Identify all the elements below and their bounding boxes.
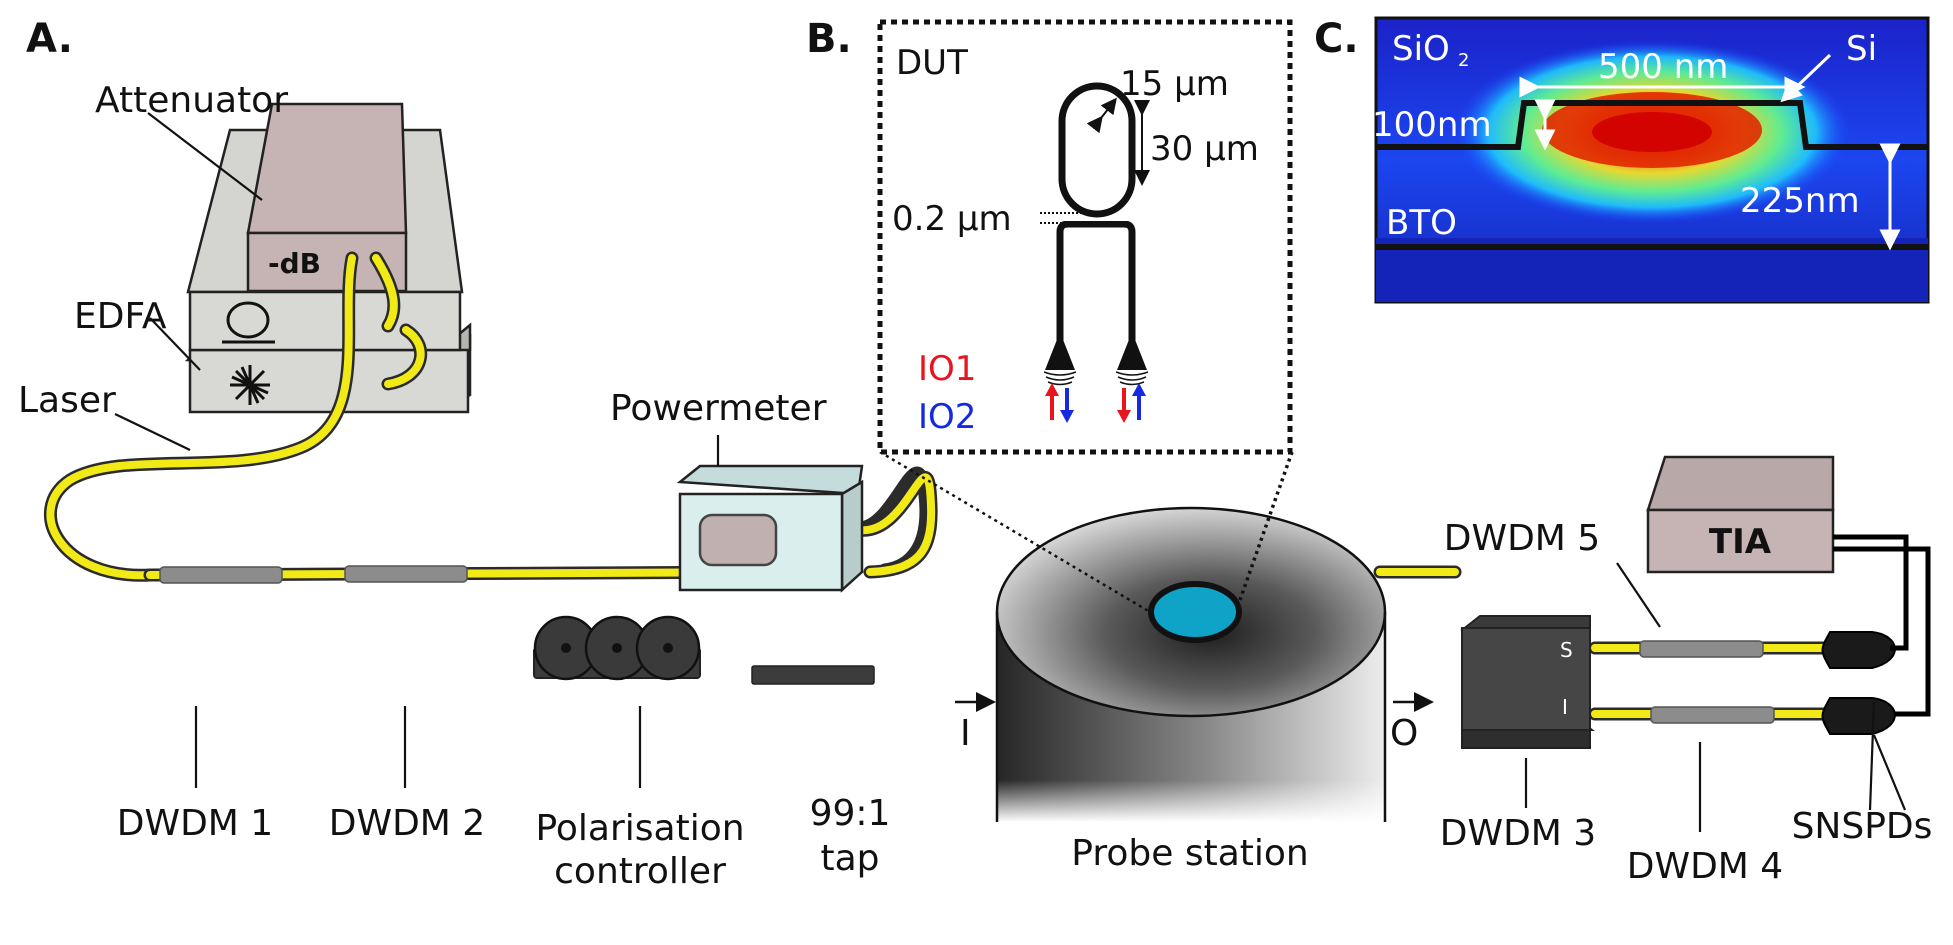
dwdm1-label: DWDM 1 [117, 803, 273, 844]
tia-label: TIA [1709, 522, 1772, 562]
bto-thickness-label: 225nm [1740, 181, 1860, 221]
tap-label-line2: tap [820, 838, 879, 879]
powermeter-label: Powermeter [610, 388, 827, 429]
bus-waveguide [1056, 220, 1136, 358]
dwdm3-component: S I [1460, 615, 1595, 749]
laser-starburst-icon [230, 365, 270, 405]
core-height-label: 100nm [1372, 105, 1492, 145]
cladding-label: SiO [1392, 29, 1450, 69]
probe-station [995, 506, 1387, 822]
powermeter-fiber [853, 470, 938, 579]
dwdm4-label: DWDM 4 [1627, 846, 1783, 887]
io-direction-arrows [1045, 383, 1146, 423]
dwdm5-label: DWDM 5 [1444, 518, 1600, 559]
input-port-label: I [960, 713, 971, 754]
dwdm3-label: DWDM 3 [1440, 813, 1596, 854]
length-label: 30 μm [1150, 129, 1259, 169]
gap-label: 0.2 μm [892, 199, 1012, 239]
tap-label-line1: 99:1 [810, 793, 891, 834]
tia-cables [1833, 534, 1931, 717]
dwdm2-label: DWDM 2 [329, 803, 485, 844]
edfa-loop-icon [222, 301, 275, 344]
zoom-line-right [1238, 451, 1294, 601]
width-label: 500 nm [1598, 47, 1728, 87]
dwdm3-signal-port: S [1560, 638, 1573, 662]
dwdm2-component [344, 565, 468, 583]
io1-label: IO1 [918, 349, 976, 389]
polarisation-controller-component [533, 615, 701, 681]
tap-component [751, 665, 875, 685]
panel-a-label: A. [26, 16, 73, 62]
dwdm1-component [159, 566, 283, 584]
io2-label: IO2 [918, 397, 976, 437]
racetrack-resonator [1058, 82, 1136, 218]
output-port-label: O [1390, 713, 1418, 754]
snspds-label: SNSPDs [1792, 806, 1933, 847]
waveguide-cross-section: SiO 2 500 nm Si 100nm BTO 225nm [1372, 16, 1930, 304]
polarisation-controller-label-line1: Polarisation [535, 808, 744, 849]
dwdm5-component [1639, 640, 1764, 658]
core-label: Si [1846, 29, 1877, 69]
bto-label: BTO [1386, 203, 1457, 243]
polarisation-controller-label-line2: controller [554, 851, 726, 892]
probe-station-label: Probe station [1071, 833, 1308, 874]
attenuator-label: Attenuator [95, 80, 288, 121]
probe-sample-spot [1148, 581, 1242, 643]
snspd-detectors [1821, 631, 1896, 735]
leader-lines [114, 112, 1907, 832]
powermeter-unit [676, 464, 864, 593]
attenuator-face-label: -dB [268, 247, 321, 280]
dwdm3-idler-port: I [1562, 695, 1568, 719]
zoom-line-left [879, 450, 1151, 614]
dut-panel: DUT 15 μm 30 μm 0.2 μm IO1 [877, 19, 1293, 455]
tia-unit: TIA [1646, 455, 1835, 574]
grating-couplers [1043, 332, 1149, 386]
laser-label: Laser [18, 380, 116, 421]
panel-c-label: C. [1314, 16, 1359, 62]
attenuator-unit: -dB [246, 102, 408, 293]
dut-title: DUT [896, 43, 968, 83]
edfa-label: EDFA [74, 296, 167, 337]
dwdm4-component [1650, 706, 1775, 724]
lab-fibers [44, 251, 428, 582]
radius-label: 15 μm [1120, 64, 1229, 104]
panel-b-label: B. [806, 16, 852, 62]
cladding-subscript: 2 [1458, 50, 1469, 71]
